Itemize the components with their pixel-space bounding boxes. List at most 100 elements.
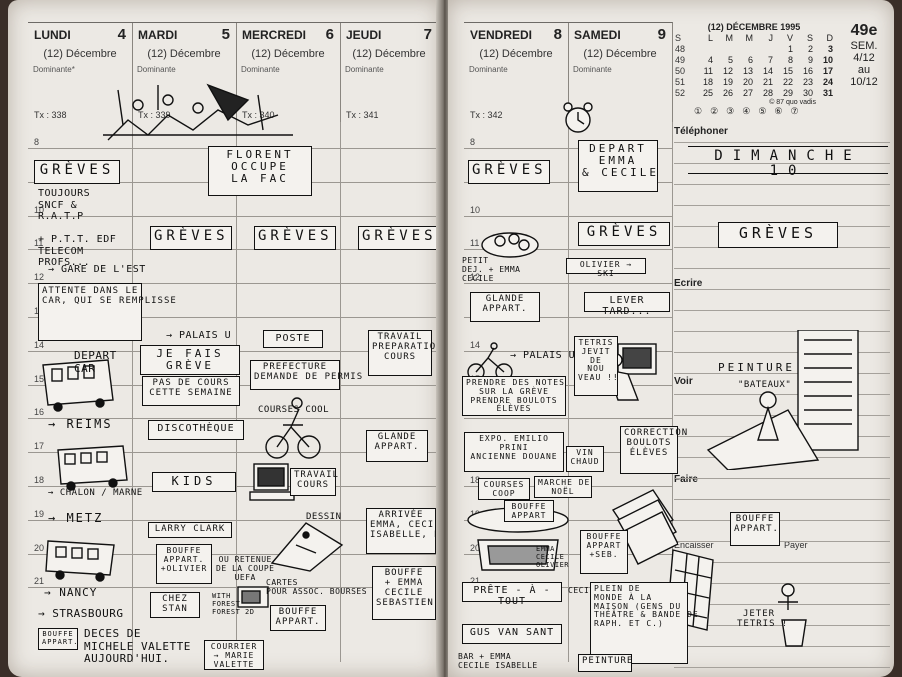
computer-drawing [249,463,295,501]
courrier-box: COURRIER → MARIE VALETTE [204,640,264,670]
bus-drawing-3 [57,445,128,491]
prendre-notes-box: PRENDRE DES NOTES SUR LA GRÈVE PRENDRE B… [462,376,566,416]
hour-line [464,418,672,420]
tv-drawing [237,586,269,608]
je-fais-greve-box: JE FAIS GRÈVE [140,345,240,375]
calendar-day: 15 [782,66,793,76]
bouffe-dimanche-box: BOUFFE APPART. [730,512,780,546]
dominante-label: Dominante* [33,65,75,74]
hour-line [28,553,438,555]
note-line [674,394,890,395]
cal-header: S [806,33,813,43]
calendar-day: 24 [822,77,833,87]
day-name: SAMEDI [574,28,621,42]
day-header-lundi: LUNDI 4 (12) Décembre Dominante* Tx : 33… [28,22,133,123]
hour-label: 20 [470,542,481,553]
hour-line [464,249,672,251]
cal-header: D [826,33,834,43]
tetris-note-box: TETRIS JEVIT DE NOU VEAU !! [574,336,618,396]
greves-box-dimanche: GRÈVES [718,222,838,248]
calendar-day: 17 [822,66,833,76]
florent-box: FLORENT OCCUPE LA FAC [208,146,312,196]
marche-noel-box: MARCHE DE NOËL [534,476,592,498]
calendar-day [694,44,714,55]
hour-label: 11 [34,238,44,249]
left-page: LUNDI 4 (12) Décembre Dominante* Tx : 33… [8,0,440,677]
calendar-day: 3 [827,44,833,54]
calendar-day [714,44,734,55]
tx-label: Tx : 341 [346,110,379,120]
day-number: 6 [325,26,334,43]
greves-box-mardi: GRÈVES [150,226,232,250]
bouffe-emma-box: BOUFFE + EMMA CECILE SEBASTIEN [372,566,436,620]
hour-line [464,384,672,386]
cal-header: J [768,33,774,43]
day-column-mercredi [236,122,341,662]
cal-header: L [707,33,713,43]
calendar-day: 13 [742,66,753,76]
note-line [674,667,890,668]
calendar-day: 1 [787,44,793,54]
tx-label: Tx : 338 [34,110,67,120]
day-month: (12) Décembre [352,48,426,60]
greves-box-mercredi: GRÈVES [254,226,336,250]
section-faire: Faire [674,474,698,485]
breakfast-drawing [481,232,539,258]
day-name: VENDREDI [470,28,533,42]
emma-olivier-note: EMMA CECILE OLIVIER [536,545,570,570]
gare-note: → GARE DE L'EST [48,264,146,275]
calendar-day: 6 [747,55,753,65]
chalon-note: → CHALON / MARNE [48,488,143,498]
hour-line [464,317,672,318]
greves-box-lundi: GRÈVES [34,160,120,184]
gus-van-sant-box: GUS VAN SANT [462,624,562,644]
hour-line [464,587,672,589]
note-line [674,289,890,290]
greves-box-samedi: GRÈVES [578,222,670,246]
weekday-circle: ④ [742,106,759,116]
calendar-day: 19 [722,77,733,87]
deces-note: DECES DE MICHELE VALETTE AUJOURD'HUI. [84,627,191,666]
calendar-day: 21 [762,77,773,87]
palais-note: → PALAIS U [166,330,232,341]
calendar-day: 10 [822,55,833,65]
dominante-label: Dominante [345,65,384,74]
calendar-day: 20 [742,77,753,87]
weekday-circle: ⑥ [774,106,791,116]
correction-box: CORRECTION BOULOTS ÉLÈVES [620,426,687,474]
discotheque-box: DISCOTHÈQUE [148,420,244,440]
calendar-header-row: S L M M J V S D [674,33,834,44]
hour-line [28,519,438,521]
dimanche-header: DIMANCHE 10 [688,146,888,179]
bouffe-left-box: BOUFFE APPART. [38,628,78,650]
expo-box: EXPO. EMILIO PRINI ANCIENNE DOUANE [464,432,564,472]
calendar-day: 31 [822,88,833,98]
cal-header: S [675,33,682,43]
weekday-circles: ①②③④⑤⑥⑦ [694,106,834,117]
cartes-note: CARTES POUR ASSOC. BOURSES [266,578,368,597]
day-month: (12) Décembre [583,48,657,60]
calendar-day: 23 [802,77,813,87]
dominante-label: Dominante [573,65,612,74]
papers-stack-drawing [611,489,678,565]
calendar-day: 2 [807,44,813,54]
calendar-day: 29 [782,88,793,98]
hour-label: 18 [34,475,45,485]
calendar-day: 25 [702,88,713,98]
tx-label: Tx : 342 [470,110,503,120]
weekday-circle: ⑤ [758,106,775,116]
note-line [674,310,890,311]
hour-label: 16 [34,407,45,418]
note-line [674,520,890,521]
day-month: (12) Décembre [251,48,325,60]
hour-label: 21 [470,576,480,586]
note-line [674,541,890,542]
day-header-vendredi: VENDREDI 8 (12) Décembre Dominante Tx : … [464,22,569,123]
dominante-label: Dominante [137,65,176,74]
week-au: au [857,64,871,76]
hour-label: 18 [470,475,481,485]
cal-header: V [786,33,793,43]
hour-label: 10 [34,204,45,215]
vin-chaud-box: VIN CHAUD [566,446,604,472]
